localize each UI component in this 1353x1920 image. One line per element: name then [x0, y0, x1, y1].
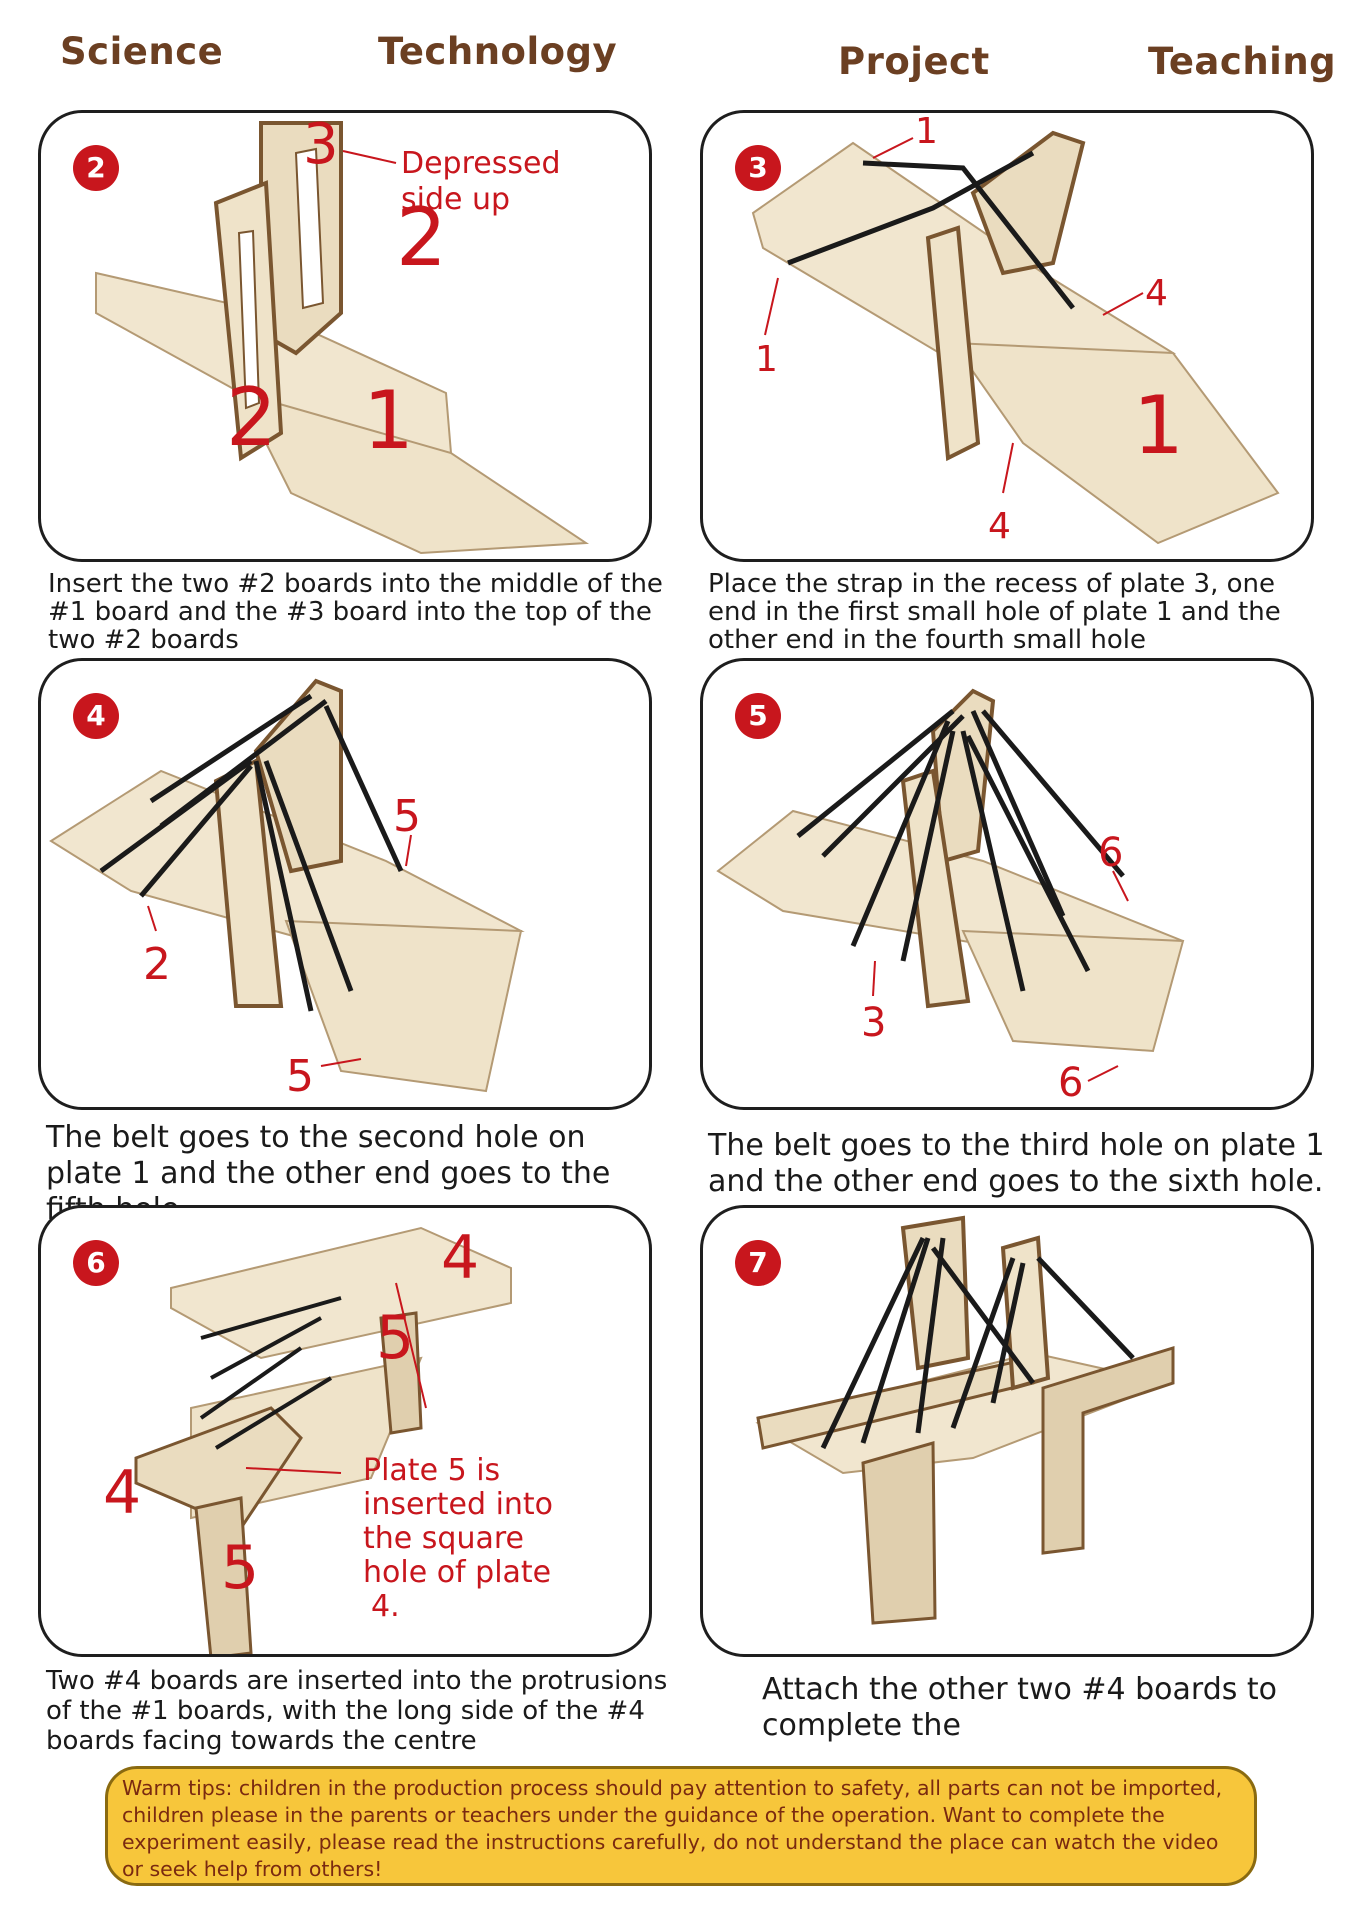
header-science: Science — [60, 30, 224, 73]
step-4-panel: 5 2 5 4 — [38, 658, 652, 1110]
step-2-label-1: 1 — [363, 374, 414, 467]
step-3-badge: 3 — [735, 145, 781, 191]
step-4-label-2: 2 — [143, 939, 171, 990]
step-4-label-5-right: 5 — [393, 791, 421, 842]
step-6-label-5-right: 5 — [376, 1303, 414, 1373]
step-6-caption: Two #4 boards are inserted into the prot… — [46, 1666, 668, 1756]
step-4-badge: 4 — [73, 693, 119, 739]
step-6-label-4-left: 4 — [103, 1458, 141, 1528]
step-6-note-line4: hole of plate — [363, 1555, 551, 1590]
step-3-label-1-top: 1 — [915, 113, 938, 152]
step-3-illustration: 1 4 1 1 4 — [751, 113, 1280, 547]
step-2-note-line1: Depressed — [401, 146, 561, 181]
step-5-illustration: 6 3 6 — [716, 688, 1185, 1106]
step-5-badge: 5 — [735, 693, 781, 739]
step-6-note-line2: inserted into — [363, 1487, 553, 1522]
step-6-label-4-right: 4 — [441, 1223, 479, 1293]
step-2-panel: 3 2 2 1 Depressed side up 2 — [38, 110, 652, 562]
warm-tips-text: Warm tips: children in the production pr… — [122, 1776, 1223, 1881]
step-3-label-1-big: 1 — [1133, 379, 1184, 472]
header-project: Project — [838, 40, 990, 83]
step-7-badge: 7 — [735, 1240, 781, 1286]
step-2-illustration: 3 2 2 1 Depressed side up — [95, 113, 590, 555]
step-6-badge: 6 — [73, 1240, 119, 1286]
step-5-label-6-right: 6 — [1098, 830, 1123, 876]
step-4-caption: The belt goes to the second hole on plat… — [46, 1120, 611, 1227]
step-6-illustration: 4 5 4 5 Plate 5 is inserted into the squ… — [103, 1223, 553, 1654]
step-7-caption: Attach the other two #4 boards to comple… — [762, 1672, 1278, 1743]
step-2-caption: Insert the two #2 boards into the middle… — [48, 569, 663, 655]
step-6-panel: 4 5 4 5 Plate 5 is inserted into the squ… — [38, 1205, 652, 1657]
step-4-illustration: 5 2 5 — [49, 678, 525, 1102]
step-6-label-5-bottom: 5 — [221, 1533, 259, 1603]
step-7-panel: 7 — [700, 1205, 1314, 1657]
step-5-caption: The belt goes to the third hole on plate… — [708, 1128, 1325, 1199]
step-2-badge: 2 — [73, 145, 119, 191]
step-2-note-line2: side up — [401, 182, 510, 217]
header-technology: Technology — [378, 30, 618, 73]
header-teaching: Teaching — [1148, 40, 1337, 83]
step-3-label-4-bottom: 4 — [988, 506, 1011, 547]
step-5-panel: 6 3 6 5 — [700, 658, 1314, 1110]
step-5-label-3: 3 — [861, 1000, 886, 1046]
step-3-panel: 1 4 1 1 4 3 — [700, 110, 1314, 562]
step-3-label-1-left: 1 — [755, 339, 778, 380]
step-5-label-6-bottom: 6 — [1058, 1060, 1083, 1106]
step-6-note-line3: the square — [363, 1521, 524, 1556]
step-4-label-5-bottom: 5 — [286, 1051, 314, 1102]
step-2-label-3: 3 — [303, 113, 339, 177]
step-3-label-4-right: 4 — [1145, 273, 1168, 314]
step-2-label-2-left: 2 — [226, 371, 277, 464]
step-7-illustration — [755, 1215, 1175, 1625]
step-2-label-2-right: 2 — [396, 191, 447, 284]
warm-tips-banner: Warm tips: children in the production pr… — [105, 1766, 1257, 1886]
step-6-note-line5: 4. — [371, 1589, 400, 1624]
step-6-note-line1: Plate 5 is — [363, 1453, 500, 1488]
step-3-caption: Place the strap in the recess of plate 3… — [708, 569, 1281, 655]
